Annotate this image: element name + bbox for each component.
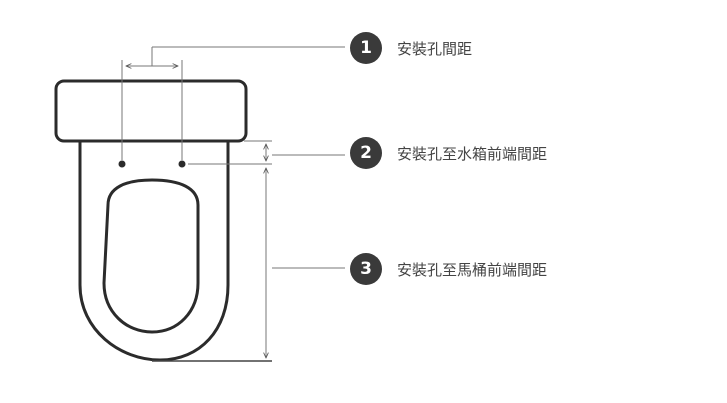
callout-2-number: 2 bbox=[350, 137, 382, 169]
dimension-3-guides bbox=[152, 168, 345, 362]
seat-inner-opening bbox=[102, 178, 200, 334]
callout-2: 2 安裝孔至水箱前端間距 bbox=[350, 137, 547, 169]
callout-3-number: 3 bbox=[350, 253, 382, 285]
mounting-hole-left bbox=[118, 160, 126, 168]
mounting-hole-right bbox=[178, 160, 186, 168]
dimension-1-guides bbox=[121, 46, 345, 160]
callout-1-number: 1 bbox=[350, 32, 382, 64]
callout-1-label: 安裝孔間距 bbox=[397, 39, 473, 58]
callout-3-label: 安裝孔至馬桶前端間距 bbox=[397, 260, 548, 279]
dimension-2-guides bbox=[188, 140, 345, 165]
callout-3: 3 安裝孔至馬桶前端間距 bbox=[350, 253, 547, 285]
seat-outer-outline bbox=[78, 140, 230, 362]
callout-1: 1 安裝孔間距 bbox=[350, 32, 472, 64]
callout-2-label: 安裝孔至水箱前端間距 bbox=[397, 144, 548, 163]
seat-top-cover bbox=[54, 79, 248, 143]
